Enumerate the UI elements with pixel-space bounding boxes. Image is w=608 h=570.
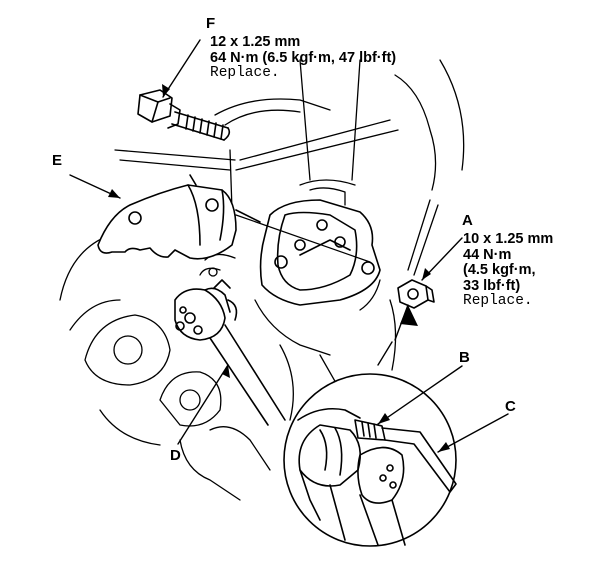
callout-a-size: 10 x 1.25 mm — [463, 231, 554, 247]
rod-d — [174, 279, 286, 426]
callout-a-torque-lbf: 33 lbf·ft) — [463, 277, 521, 294]
callout-f-spec: 12 x 1.25 mm 64 N·m (6.5 kgf·m, 47 lbf·f… — [210, 34, 397, 82]
callout-label-d: D — [170, 447, 181, 464]
callout-a-torque-nm: 44 N·m — [463, 246, 512, 263]
callout-label-b: B — [459, 349, 470, 366]
callout-label-c: C — [505, 398, 516, 415]
nut-a — [397, 279, 435, 309]
callout-label-f: F — [206, 15, 216, 32]
callout-label-e: E — [52, 152, 63, 169]
detail-circle — [283, 373, 457, 547]
callout-f-size: 12 x 1.25 mm — [210, 34, 301, 50]
bolt-f — [137, 89, 231, 141]
engine-block-outline — [59, 59, 465, 501]
bracket-e — [97, 174, 261, 260]
callout-f-note: Replace. — [210, 65, 280, 81]
callout-a-torque-kgf: (4.5 kgf·m, — [463, 262, 536, 278]
callout-a-note: Replace. — [463, 293, 533, 309]
callout-label-a: A — [462, 212, 473, 229]
mount-bracket — [235, 199, 381, 306]
arrow-heads — [108, 84, 450, 452]
callout-a-spec: 10 x 1.25 mm 44 N·m (4.5 kgf·m, 33 lbf·f… — [463, 231, 554, 310]
callout-f-torque: 64 N·m (6.5 kgf·m, 47 lbf·ft) — [210, 49, 397, 66]
